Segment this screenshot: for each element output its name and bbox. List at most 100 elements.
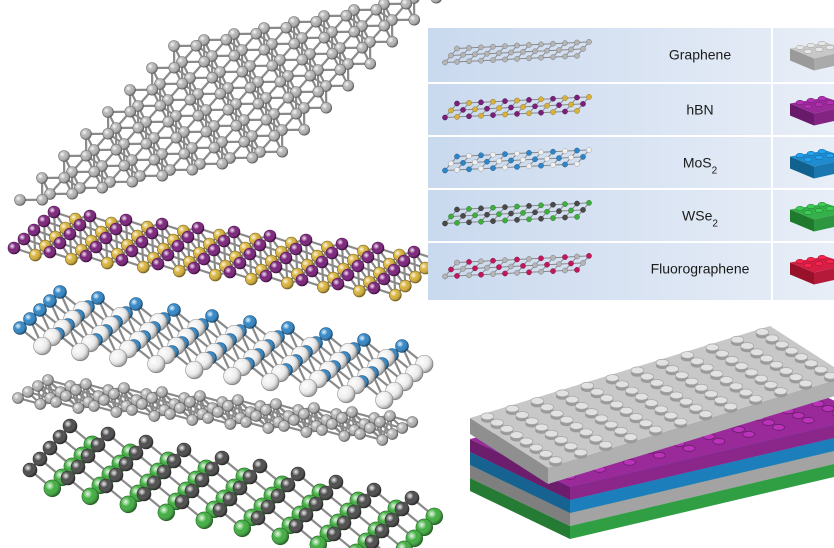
brick-stud <box>515 411 529 419</box>
brick-stud <box>529 443 543 452</box>
brick-stud <box>825 45 834 50</box>
brick-stud <box>795 153 805 158</box>
brick-stud <box>664 411 678 420</box>
brick-stud <box>548 456 563 464</box>
brick-stud <box>795 45 805 50</box>
wse2-layer <box>22 418 443 548</box>
brick-stud <box>634 392 649 401</box>
brick-stud <box>705 343 720 352</box>
brick-stud <box>659 385 674 393</box>
brick-stud <box>680 351 695 359</box>
brick-stud <box>694 383 709 392</box>
brick-stud <box>821 405 834 412</box>
legend-label: Graphene <box>669 47 731 63</box>
legend-row-graphene: Graphene <box>442 39 834 71</box>
brick-stud <box>709 369 724 378</box>
legend-lattice-icon <box>442 200 592 227</box>
brick-stud <box>804 359 818 367</box>
brick-stud <box>784 346 799 355</box>
brick-stud <box>814 47 824 52</box>
brick-stud <box>734 362 749 370</box>
brick-stud <box>791 412 805 419</box>
brick-stud <box>817 96 827 101</box>
brick-stud <box>700 363 714 372</box>
brick-stud <box>640 372 654 381</box>
brick-stud <box>579 428 593 436</box>
legend-label: Fluorographene <box>651 261 750 277</box>
brick-stud <box>740 342 754 350</box>
brick-stud <box>569 422 584 430</box>
brick-stud <box>639 419 653 427</box>
brick-stud <box>509 431 524 439</box>
brick-stud <box>704 390 718 398</box>
lego-brick-icon <box>790 96 834 126</box>
lego-brick-icon <box>790 202 834 232</box>
brick-stud <box>630 366 645 375</box>
brick-stud <box>803 263 813 268</box>
brick-stud <box>648 425 663 434</box>
brick-stud <box>609 400 624 409</box>
brick-stud <box>619 406 634 415</box>
legend-lattice-icon <box>442 39 592 66</box>
legend-label: hBN <box>686 102 713 118</box>
brick-stud <box>773 387 788 395</box>
lego-brick-icon <box>790 149 834 179</box>
brick-stud <box>480 412 495 421</box>
brick-stud <box>814 365 828 374</box>
brick-stud <box>806 257 816 262</box>
legend-lattice-icon <box>442 253 592 280</box>
brick-stud <box>798 379 813 388</box>
legend-row-fluorographene: Fluorographene <box>428 241 834 285</box>
brick-stud <box>629 413 643 421</box>
brick-stud <box>604 420 618 429</box>
brick-stud <box>580 381 595 390</box>
brick-stud <box>490 418 504 427</box>
brick-stud <box>614 427 628 435</box>
hbn-layer <box>7 205 442 302</box>
brick-stud <box>615 380 629 388</box>
brick-stud <box>814 155 824 160</box>
brick-stud <box>682 444 696 452</box>
brick-stud <box>779 367 793 375</box>
brick-stud <box>814 208 824 213</box>
brick-layer-top <box>470 326 834 484</box>
brick-stud <box>623 433 638 441</box>
brick-stud <box>789 373 803 381</box>
brick-stud <box>650 379 664 387</box>
brick-stud <box>762 419 775 426</box>
brick-stud <box>817 255 827 260</box>
brick-stud <box>765 334 779 342</box>
brick-stud <box>654 405 668 413</box>
legend-label-subscript: 2 <box>712 165 718 176</box>
brick-stud <box>823 371 834 380</box>
brick-stud <box>584 408 599 416</box>
brick-stud <box>564 442 578 450</box>
legend-label-subscript: 2 <box>712 218 718 229</box>
brick-stud <box>623 458 636 466</box>
lego-brick-icon <box>790 41 834 71</box>
brick-stud <box>806 204 816 209</box>
brick-stud <box>806 151 816 156</box>
brick-stud <box>825 153 834 158</box>
brick-stud <box>725 356 739 364</box>
brick-stud <box>665 365 679 373</box>
brick-stud <box>589 434 603 443</box>
brick-stud <box>534 423 549 432</box>
brick-stud <box>554 436 568 444</box>
brick-stud <box>594 414 609 423</box>
brick-stud <box>689 404 703 412</box>
brick-stud <box>775 340 789 349</box>
brick-stud <box>679 397 693 406</box>
brick-stud <box>732 426 746 433</box>
brick-stud <box>500 425 514 433</box>
brick-stud <box>795 259 805 264</box>
brick-stud <box>530 397 545 405</box>
brick-stud <box>806 43 816 48</box>
brick-stud <box>825 259 834 264</box>
lego-brick-stack <box>470 326 834 539</box>
brick-stud <box>505 404 520 413</box>
legend-row-mos: MoS2 <box>428 135 834 179</box>
brick-stud <box>575 402 589 410</box>
brick-stud <box>755 328 770 336</box>
